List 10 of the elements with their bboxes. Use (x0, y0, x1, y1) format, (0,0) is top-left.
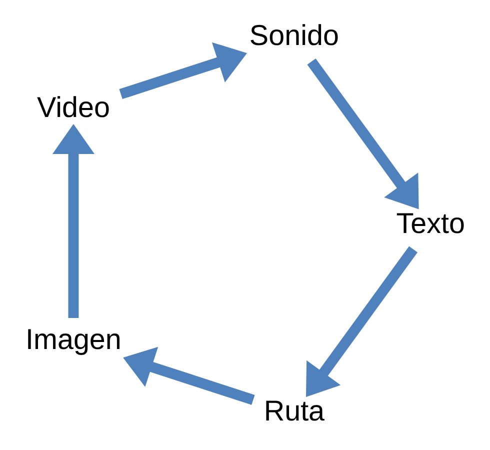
node-text: Imagen (25, 323, 121, 356)
arrow (305, 246, 418, 397)
node-text: Video (36, 91, 110, 124)
node-text: Texto (396, 207, 464, 240)
node-text: Sonido (248, 20, 338, 52)
arrow (52, 123, 94, 318)
arrow (118, 42, 246, 99)
arrow (122, 346, 254, 404)
arrow (306, 58, 418, 209)
node-text: Ruta (263, 395, 324, 428)
